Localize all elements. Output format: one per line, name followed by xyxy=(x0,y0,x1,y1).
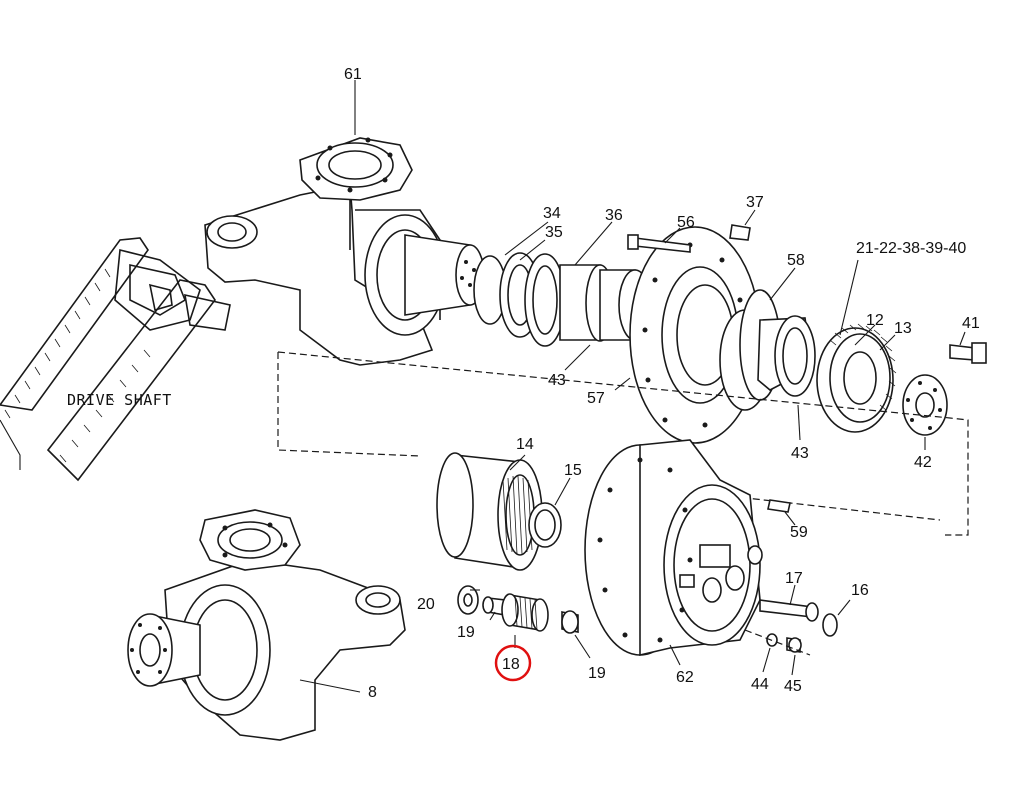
label-16: 16 xyxy=(851,582,869,599)
label-59: 59 xyxy=(790,524,808,541)
label-41: 41 xyxy=(962,315,980,332)
drive-shaft: DRIVE SHAFT xyxy=(0,237,231,482)
label-44: 44 xyxy=(751,676,769,693)
label-21-22-38-39-40: 21-22-38-39-40 xyxy=(856,240,966,257)
assembly-boundary xyxy=(277,351,969,536)
label-13: 13 xyxy=(894,320,912,337)
label-62: 62 xyxy=(676,669,694,686)
label-56: 56 xyxy=(677,214,695,231)
label-45: 45 xyxy=(784,678,802,695)
label-42: 42 xyxy=(914,454,932,471)
label-35: 35 xyxy=(545,224,563,241)
part-labels: 61 34 35 36 56 37 58 21-22-38-39-40 12 1… xyxy=(344,66,980,701)
ring-gear-assembly xyxy=(436,452,571,571)
drive-shaft-label: DRIVE SHAFT xyxy=(67,391,172,409)
label-19-right: 19 xyxy=(588,665,606,682)
upper-bearing-stack xyxy=(473,221,652,371)
lower-steering-knuckle xyxy=(127,509,406,741)
label-18: 18 xyxy=(502,656,520,673)
planet-carrier xyxy=(584,439,796,666)
upper-steering-knuckle xyxy=(204,80,485,366)
label-19-left: 19 xyxy=(457,624,475,641)
pins-and-seals xyxy=(744,584,851,676)
label-8: 8 xyxy=(368,684,377,701)
label-34: 34 xyxy=(543,205,561,222)
upper-fasteners xyxy=(627,209,987,450)
label-61: 61 xyxy=(344,66,362,83)
label-12: 12 xyxy=(866,312,884,329)
label-17: 17 xyxy=(785,570,803,587)
label-15: 15 xyxy=(564,462,582,479)
label-37: 37 xyxy=(746,194,764,211)
planet-gear-parts xyxy=(457,585,591,659)
label-58: 58 xyxy=(787,252,805,269)
label-57: 57 xyxy=(587,390,605,407)
label-36: 36 xyxy=(605,207,623,224)
label-14: 14 xyxy=(516,436,534,453)
label-43-upper: 43 xyxy=(548,372,566,389)
highlight-circle xyxy=(494,644,532,682)
label-43-right: 43 xyxy=(791,445,809,462)
label-20: 20 xyxy=(417,596,435,613)
